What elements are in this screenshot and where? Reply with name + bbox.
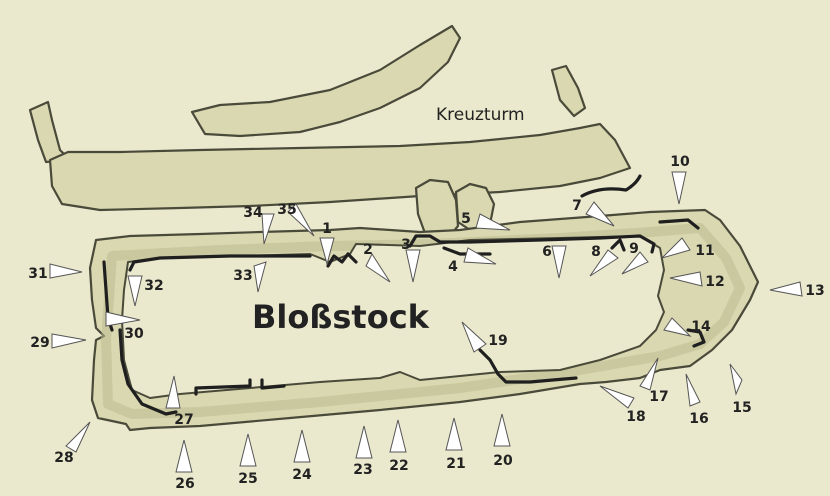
- marker-14: 14: [691, 319, 711, 335]
- marker-5: 5: [461, 211, 471, 227]
- arrow-32: [127, 275, 143, 307]
- marker-11: 11: [695, 243, 714, 259]
- marker-1: 1: [322, 221, 332, 237]
- marker-25: 25: [238, 471, 257, 487]
- arrow-4: [463, 247, 497, 265]
- arrow-19: [461, 321, 487, 353]
- arrow-30: [105, 311, 141, 327]
- marker-16: 16: [689, 411, 708, 427]
- marker-30: 30: [124, 326, 144, 342]
- marker-17: 17: [649, 389, 668, 405]
- route-line-19: [478, 348, 578, 384]
- arrow-1: [319, 237, 335, 266]
- marker-19: 19: [488, 333, 507, 349]
- arrow-12: [669, 271, 703, 287]
- arrow-15: [729, 363, 743, 396]
- arrow-28: [65, 421, 91, 453]
- arrow-34: [261, 213, 275, 245]
- route-numbers: 1 2 3 4 5 6 7 8 9 10 11 12 13 14 15 16 1…: [28, 154, 824, 492]
- arrow-26: [175, 439, 193, 473]
- route-line-9: [610, 238, 626, 252]
- arrow-6: [551, 245, 567, 279]
- northern-rocks: [28, 24, 642, 240]
- arrow-10: [671, 171, 687, 205]
- map-title: Bloßstock: [252, 298, 430, 336]
- marker-35: 35: [277, 202, 296, 218]
- arrow-33: [253, 261, 267, 293]
- arrow-29: [51, 333, 87, 349]
- rock-gap-boulder-left: [414, 178, 460, 240]
- marker-31: 31: [28, 266, 47, 282]
- rock-kreuzturm-ridge-lower: [48, 122, 632, 212]
- marker-22: 22: [389, 458, 408, 474]
- arrow-21: [445, 417, 463, 451]
- marker-34: 34: [243, 205, 263, 221]
- rock-kreuzturm-ridge-upper: [190, 24, 462, 138]
- marker-18: 18: [626, 409, 645, 425]
- marker-20: 20: [493, 453, 513, 469]
- marker-3: 3: [401, 237, 411, 253]
- arrow-14: [663, 317, 692, 337]
- arrow-27: [165, 375, 181, 409]
- arrow-3: [405, 249, 421, 283]
- arrow-20: [493, 413, 511, 447]
- place-label-kreuzturm: Kreuzturm: [436, 105, 525, 125]
- arrow-18: [599, 385, 635, 409]
- arrow-11: [660, 237, 691, 260]
- rock-northeast-stub: [550, 64, 587, 118]
- arrow-16: [685, 373, 701, 407]
- marker-10: 10: [670, 154, 690, 170]
- route-line-north-west: [128, 254, 312, 272]
- arrow-17: [639, 357, 659, 391]
- crack-line-1: [326, 252, 358, 268]
- marker-32: 32: [144, 278, 163, 294]
- marker-24: 24: [292, 467, 312, 483]
- arrow-23: [355, 425, 373, 459]
- marker-6: 6: [542, 244, 552, 260]
- marker-13: 13: [805, 283, 824, 299]
- marker-29: 29: [30, 335, 49, 351]
- arrow-35: [287, 203, 315, 237]
- route-line-south-west: [118, 328, 178, 416]
- arrow-13: [769, 281, 803, 297]
- marker-8: 8: [591, 244, 601, 260]
- marker-15: 15: [732, 400, 751, 416]
- arrow-9: [621, 251, 649, 275]
- arrow-7: [585, 201, 615, 227]
- marker-9: 9: [629, 241, 639, 257]
- route-line-south-ledges: [194, 378, 286, 396]
- route-line-north-east: [408, 234, 656, 254]
- marker-27: 27: [174, 412, 193, 428]
- arrow-24: [293, 429, 311, 463]
- marker-21: 21: [446, 456, 465, 472]
- route-line-14: [686, 328, 706, 348]
- arrow-25: [239, 433, 257, 467]
- marker-12: 12: [705, 274, 724, 290]
- crack-line-7: [580, 174, 642, 198]
- arrow-8: [589, 249, 619, 277]
- arrow-22: [389, 419, 407, 453]
- arrow-2: [365, 252, 391, 283]
- marker-4: 4: [448, 259, 458, 275]
- arrow-5: [475, 213, 511, 231]
- arrow-31: [49, 263, 83, 279]
- marker-23: 23: [353, 462, 372, 478]
- marker-28: 28: [54, 450, 73, 466]
- route-line-4: [442, 246, 492, 256]
- route-line-11: [658, 218, 700, 230]
- marker-2: 2: [363, 242, 373, 258]
- route-arrows: [49, 171, 803, 473]
- marker-26: 26: [175, 476, 194, 492]
- marker-33: 33: [233, 268, 252, 284]
- marker-7: 7: [572, 198, 582, 214]
